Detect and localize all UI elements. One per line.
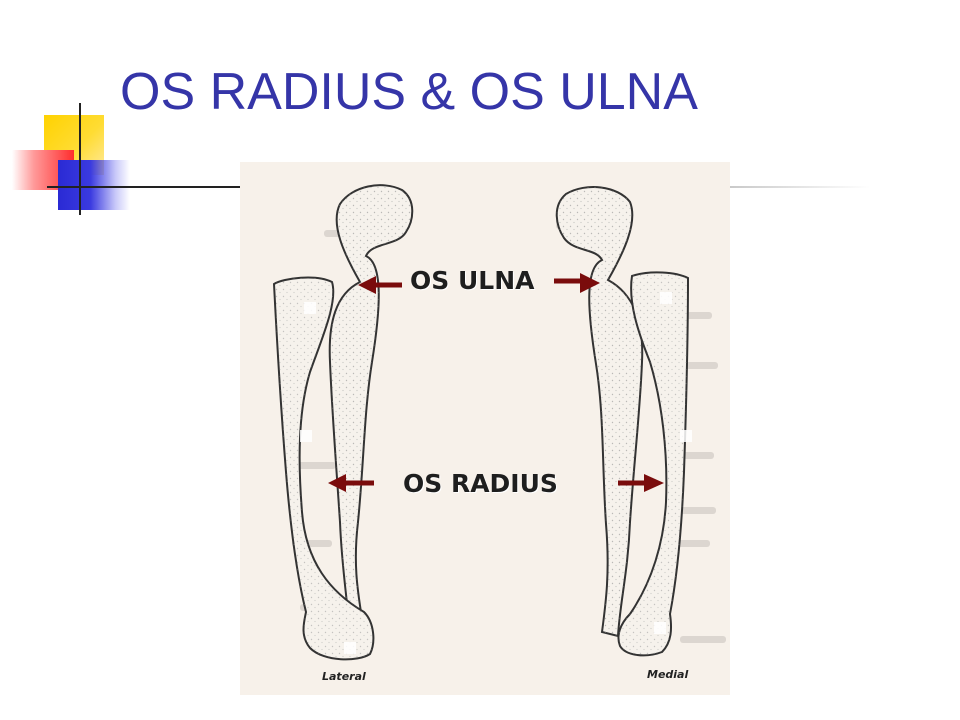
decorative-blue-square <box>58 160 130 210</box>
slide-title: OS RADIUS & OS ULNA <box>120 63 698 121</box>
medial-view-label: Medial <box>647 668 689 681</box>
arrow-right-icon <box>554 273 600 293</box>
radius-label: OS RADIUS <box>403 469 558 498</box>
decorative-vertical-line <box>79 103 81 215</box>
arrow-right-icon <box>618 474 664 492</box>
title-underline <box>730 186 870 188</box>
decorative-horizontal-line <box>47 186 242 188</box>
arrow-left-icon <box>358 276 402 294</box>
bone-highlights <box>300 292 692 654</box>
arrow-left-icon <box>328 474 374 492</box>
forearm-bones-drawing <box>272 184 726 661</box>
ulna-label: OS ULNA <box>410 266 535 295</box>
bone-illustration: OS ULNA OS RADIUS Lateral Medial <box>240 162 730 695</box>
lateral-view-label: Lateral <box>322 670 366 683</box>
